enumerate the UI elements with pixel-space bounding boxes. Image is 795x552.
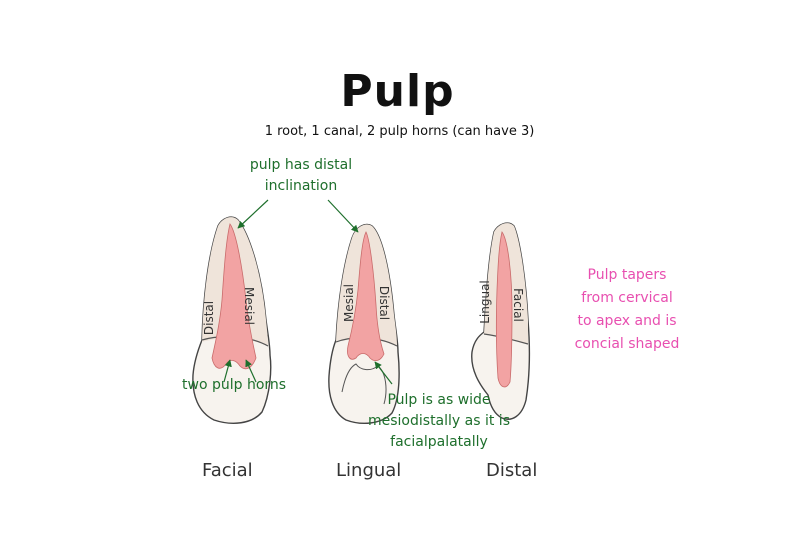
view-label-distal: Distal <box>486 460 538 481</box>
arrow-horn-left <box>223 359 232 383</box>
arrow-horn-right <box>245 359 257 383</box>
lingual-left-side-label: Mesial <box>342 284 356 322</box>
page-title: Pulp <box>340 66 455 117</box>
distal-right-side-label: Facial <box>511 288 525 322</box>
tooth-lingual-pulp <box>347 231 385 362</box>
annotation-distal-inclination: pulp has distal inclination <box>249 157 353 194</box>
tooth-distal <box>471 222 531 420</box>
arrow-wide <box>374 361 393 385</box>
page-subtitle: 1 root, 1 canal, 2 pulp horns (can have … <box>264 124 535 139</box>
annotation-two-pulp-horns: two pulp horns <box>182 377 287 393</box>
view-label-lingual: Lingual <box>336 460 402 481</box>
view-label-facial: Facial <box>202 460 253 481</box>
facial-right-side-label: Mesial <box>242 287 256 325</box>
tooth-lingual-cingulum <box>341 363 387 405</box>
annotation-pulp-wide: Pulp is as wide mesiodistally as it is f… <box>368 392 510 450</box>
tooth-facial-pulp <box>211 223 257 370</box>
arrow-inclination-lingual <box>327 199 359 233</box>
tooth-lingual <box>328 223 400 425</box>
distal-left-side-label: Lingual <box>478 280 492 324</box>
tooth-distal-pulp <box>495 231 513 388</box>
arrow-inclination-facial <box>237 199 269 229</box>
annotation-pulp-tapers: Pulp tapers from cervical to apex and is… <box>574 267 680 352</box>
facial-left-side-label: Distal <box>202 301 216 335</box>
lingual-right-side-label: Distal <box>377 286 391 320</box>
